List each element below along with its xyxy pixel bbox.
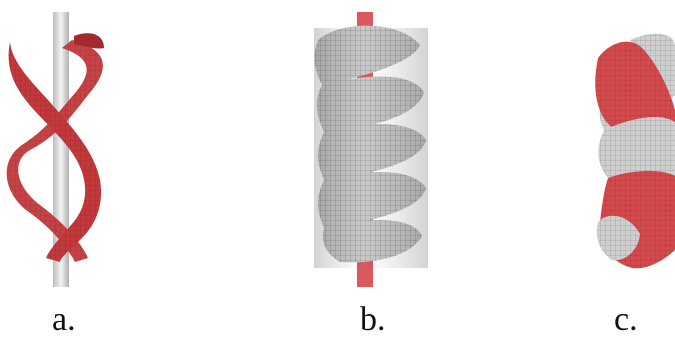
helix-ribbon-around-rod	[0, 0, 140, 290]
coil-turns	[314, 26, 428, 268]
panel-b: b.	[300, 0, 450, 290]
twisted-double-strand	[590, 0, 675, 290]
panel-a: a.	[0, 0, 140, 290]
panel-c: c.	[590, 0, 675, 290]
caption-a: a.	[52, 300, 76, 340]
caption-c: c.	[614, 300, 638, 340]
caption-b: b.	[360, 300, 386, 340]
coiled-tube-around-rod	[300, 0, 450, 290]
